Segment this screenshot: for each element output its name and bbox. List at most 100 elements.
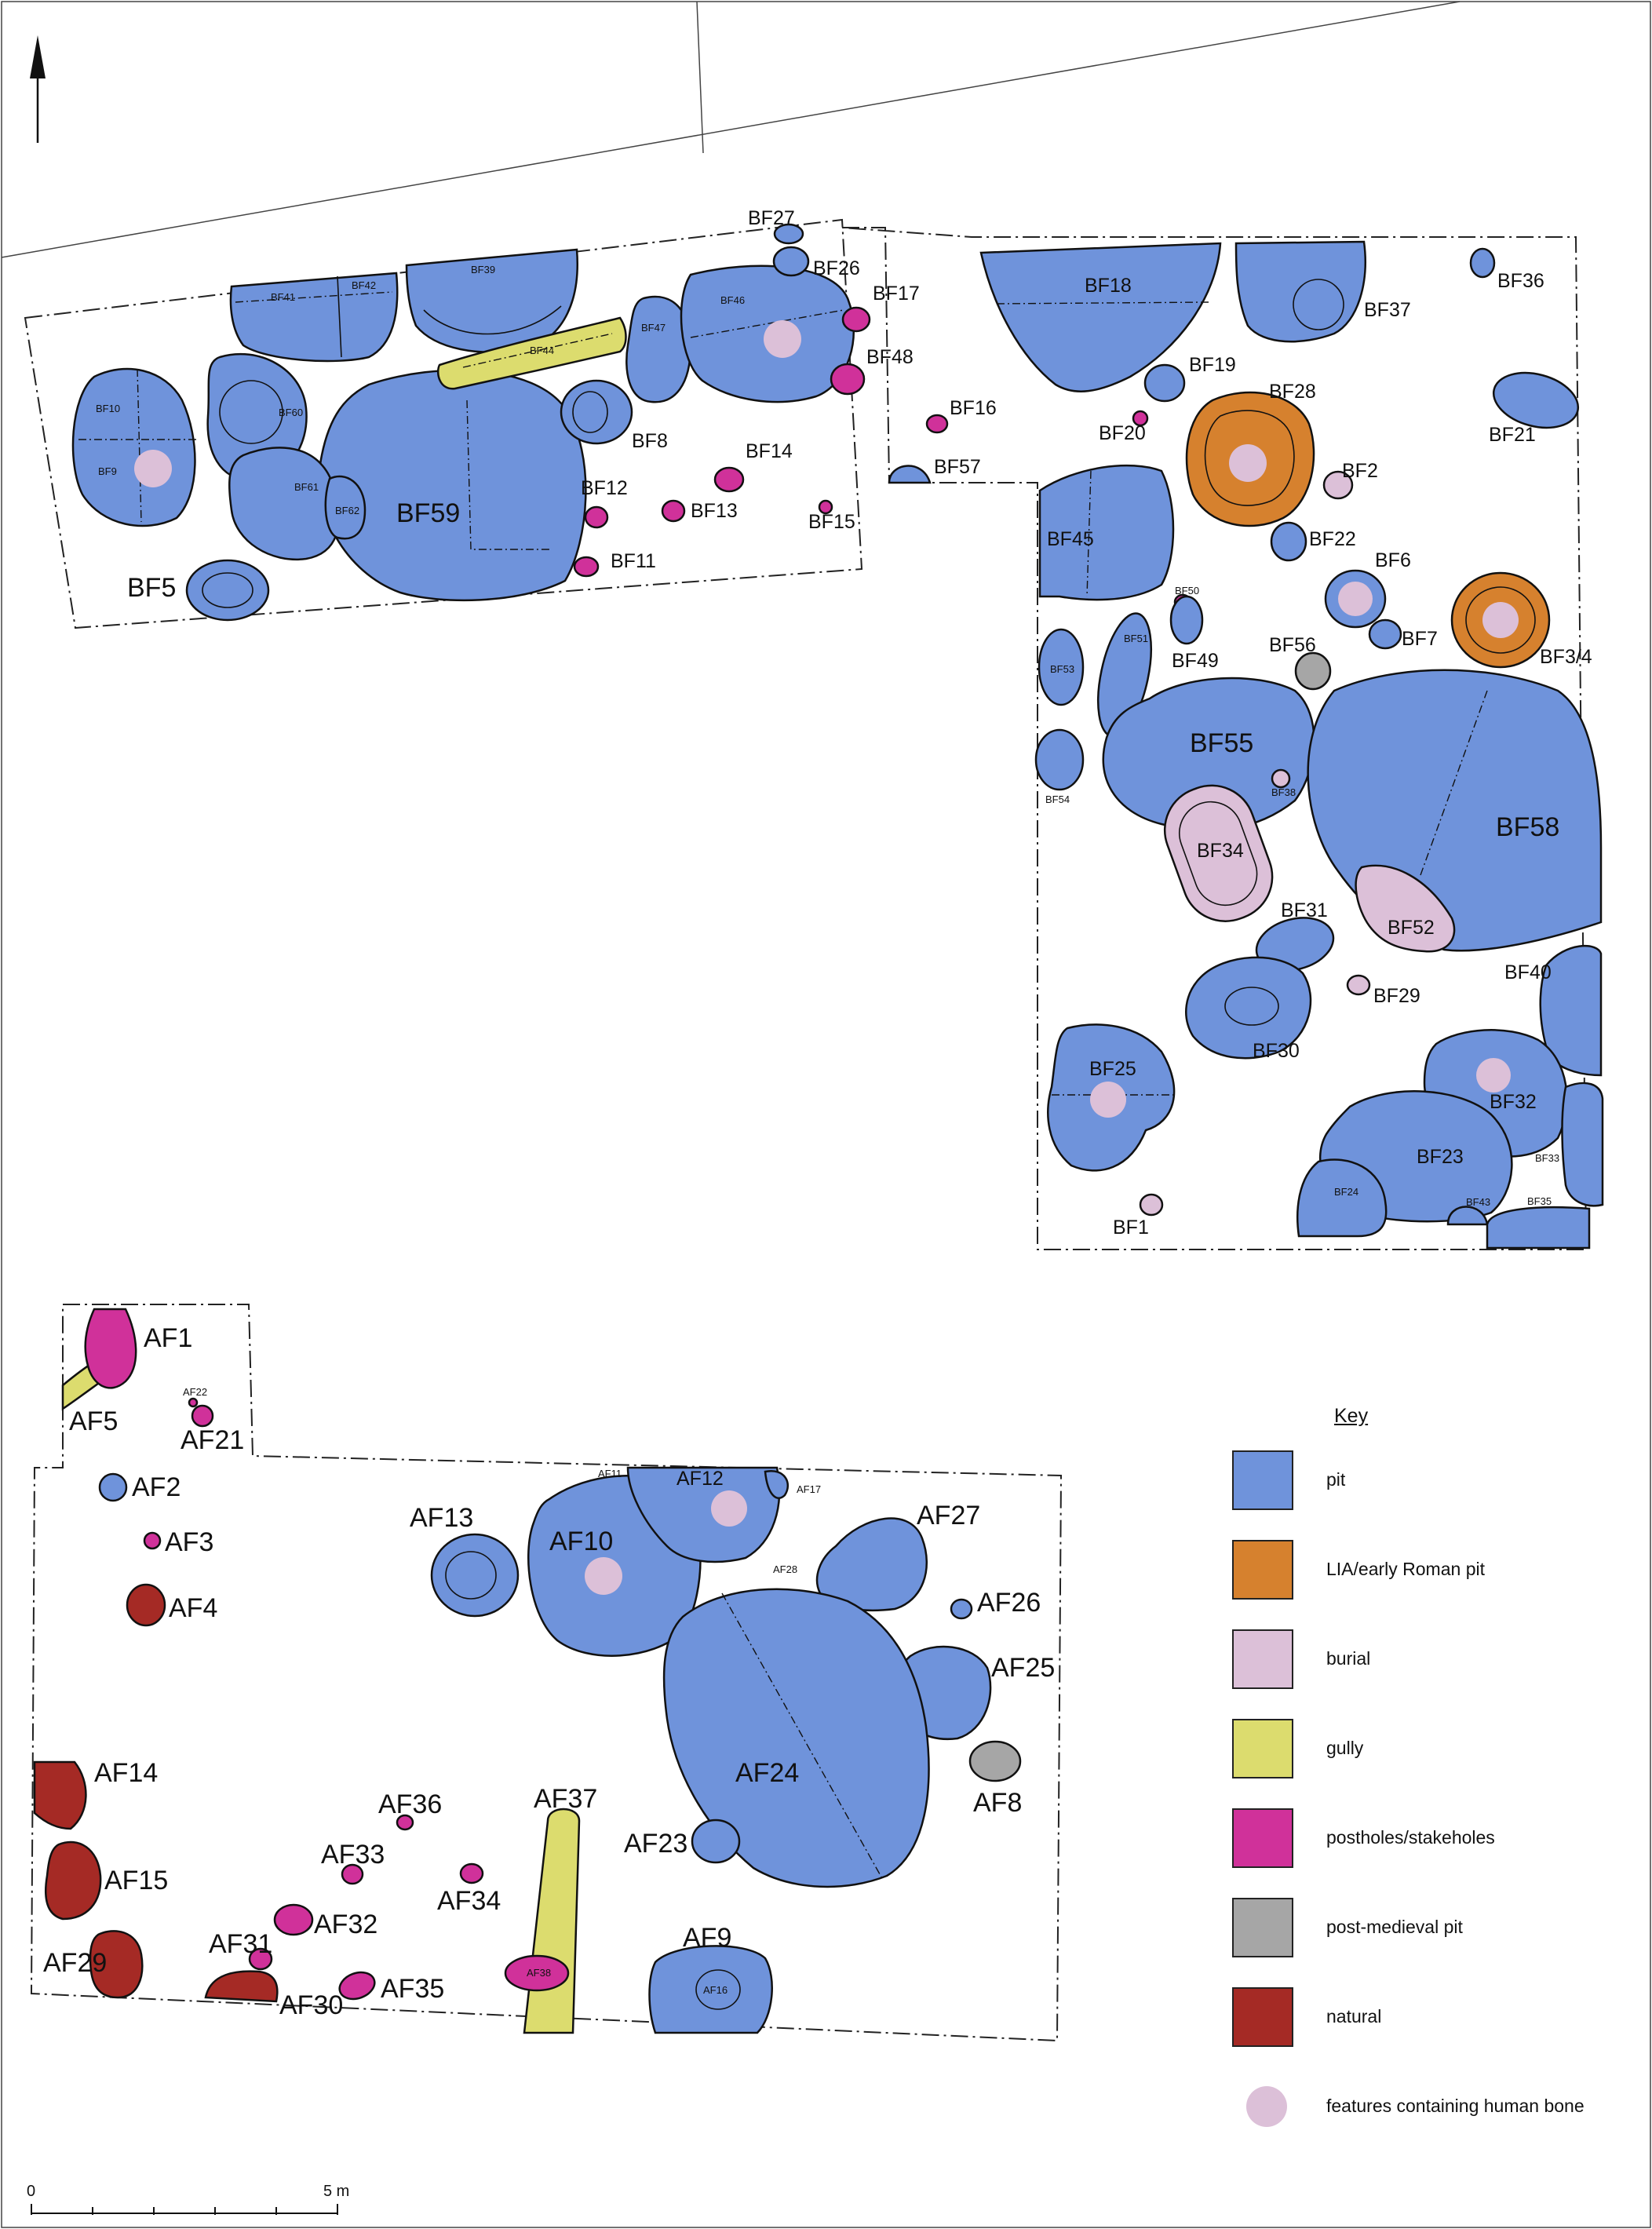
label-bf41: BF41	[271, 291, 295, 303]
pit-bf46	[680, 264, 855, 403]
posthole-af35	[338, 1971, 376, 2001]
label-bf50: BF50	[1175, 585, 1199, 596]
posthole-bf20	[1132, 410, 1149, 427]
label-af5: AF5	[69, 1406, 118, 1436]
gully-af37	[523, 1808, 581, 2034]
posthole-bf14	[713, 466, 745, 493]
label-af4: AF4	[169, 1593, 217, 1623]
label-af1: AF1	[144, 1323, 192, 1353]
posthole-bf12	[584, 505, 609, 529]
pit-bf19	[1143, 363, 1186, 403]
pit-bf59	[318, 369, 587, 602]
label-bf47: BF47	[641, 322, 666, 334]
posthole-af33	[341, 1863, 364, 1885]
label-bf62: BF62	[335, 505, 359, 516]
post-medieval-pit-bf56	[1294, 651, 1332, 691]
key-item-label: gully	[1326, 1738, 1364, 1758]
feature-labels: BF5 BF59 BF55 BF58 BF27 BF26 BF17 BF48 B…	[43, 207, 1592, 2020]
label-af32: AF32	[314, 1910, 377, 1939]
label-bf38: BF38	[1271, 786, 1296, 798]
trench-b-boundary-east	[841, 227, 1588, 1250]
label-bf37: BF37	[1364, 299, 1411, 321]
label-bf27: BF27	[748, 207, 795, 229]
key-item: pit	[1224, 1450, 1632, 1513]
posthole-af3	[143, 1531, 162, 1550]
pit-bf30	[1185, 956, 1312, 1060]
pit-bf33	[1561, 1082, 1604, 1207]
pit-bf6	[1324, 569, 1387, 629]
label-af23: AF23	[624, 1829, 687, 1859]
label-bf3-4: BF3/4	[1540, 646, 1592, 668]
key-item-label: LIA/early Roman pit	[1326, 1559, 1485, 1579]
label-bf60: BF60	[279, 407, 303, 418]
burial-bf34	[1163, 784, 1274, 922]
label-bf15: BF15	[808, 511, 855, 533]
burial-bf38	[1271, 768, 1291, 789]
scale-end-label: 5 m	[323, 2183, 349, 2200]
pit-af26	[950, 1598, 973, 1620]
posthole-af21	[191, 1404, 214, 1428]
key-item: features containing human bone	[1224, 2077, 1632, 2140]
pit-bf26	[772, 246, 810, 277]
label-af13: AF13	[410, 1503, 473, 1533]
label-bf13: BF13	[691, 500, 738, 522]
label-bf44: BF44	[530, 345, 554, 356]
label-af24: AF24	[735, 1758, 799, 1788]
label-af14: AF14	[94, 1758, 158, 1788]
label-bf46: BF46	[720, 294, 745, 306]
label-bf36: BF36	[1497, 270, 1544, 292]
pit-bf21	[1492, 371, 1580, 429]
property-line	[696, 1, 704, 154]
trench-a-boundary	[30, 1304, 1063, 2042]
label-af9: AF9	[683, 1923, 731, 1953]
label-af38: AF38	[527, 1967, 551, 1979]
label-bf5: BF5	[127, 573, 176, 603]
label-bf33: BF33	[1535, 1152, 1559, 1164]
pit-bf55	[1102, 677, 1315, 831]
label-bf55: BF55	[1190, 728, 1253, 758]
label-bf58: BF58	[1496, 812, 1559, 842]
key-item-label: burial	[1326, 1648, 1371, 1669]
label-bf43: BF43	[1466, 1196, 1490, 1208]
lia-pit-bf28	[1185, 391, 1315, 527]
posthole-bf17	[841, 306, 871, 333]
pit-bf61-bf62	[228, 447, 367, 561]
pit-bf31	[1255, 917, 1335, 972]
label-af3: AF3	[165, 1527, 213, 1557]
pit-bf45	[1038, 464, 1175, 601]
natural-af4	[126, 1583, 166, 1627]
label-bf1: BF1	[1113, 1217, 1149, 1239]
label-bf32: BF32	[1490, 1091, 1537, 1113]
label-bf39: BF39	[471, 264, 495, 275]
pit-bf22	[1270, 521, 1307, 562]
human-bone-swatch	[1246, 2086, 1287, 2127]
label-af26: AF26	[977, 1588, 1041, 1618]
pit-bf43	[1446, 1206, 1489, 1226]
natural-af15	[44, 1840, 102, 1921]
lia-pit-bf3-4	[1450, 571, 1551, 669]
label-af15: AF15	[104, 1866, 168, 1895]
label-af12: AF12	[676, 1468, 724, 1490]
key-item: burial	[1224, 1629, 1632, 1692]
legend-swatch	[1232, 1808, 1293, 1868]
pit-bf37	[1234, 240, 1366, 343]
label-af35: AF35	[381, 1974, 444, 2004]
pit-bf54	[1034, 728, 1085, 791]
label-af25: AF25	[991, 1653, 1055, 1683]
pit-bf24	[1296, 1158, 1388, 1238]
post-medieval-pit-af8	[968, 1740, 1022, 1782]
label-bf7: BF7	[1402, 628, 1438, 650]
key-item-label: features containing human bone	[1326, 2096, 1585, 2116]
pit-bf49	[1169, 595, 1204, 645]
key-item: postholes/stakeholes	[1224, 1808, 1632, 1871]
key-item-label: natural	[1326, 2006, 1382, 2027]
label-bf56: BF56	[1269, 634, 1316, 656]
label-bf45: BF45	[1047, 528, 1094, 550]
label-bf20: BF20	[1099, 422, 1146, 444]
posthole-bf16	[925, 414, 949, 434]
label-bf54: BF54	[1045, 793, 1070, 805]
posthole-af22	[188, 1397, 199, 1408]
label-af36: AF36	[378, 1789, 442, 1819]
